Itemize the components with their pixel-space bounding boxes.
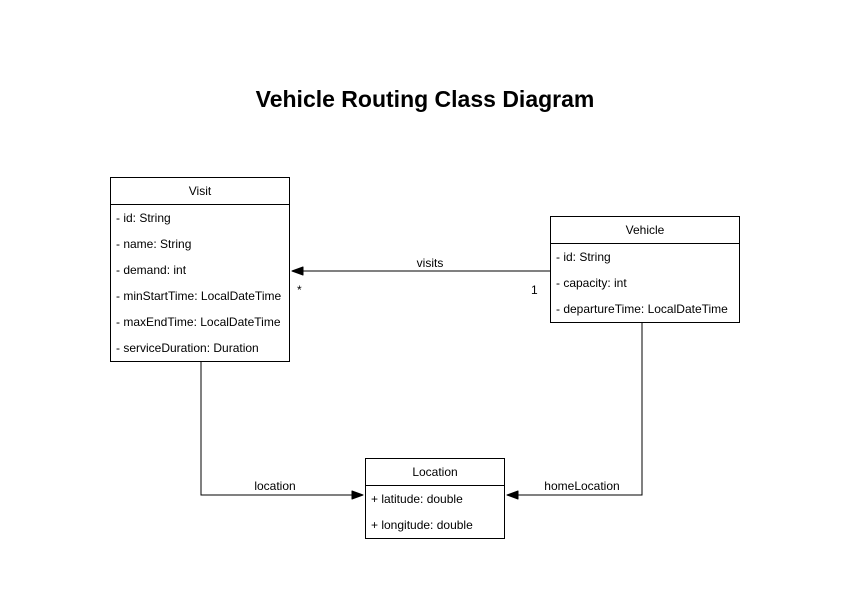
class-location-attributes: + latitude: double + longitude: double xyxy=(366,486,504,538)
visits-source-multiplicity: 1 xyxy=(531,283,538,297)
attribute-visit-id: - id: String xyxy=(116,211,171,225)
attribute-vehicle-departuretime: - departureTime: LocalDateTime xyxy=(556,302,728,316)
class-vehicle[interactable]: Vehicle - id: String - capacity: int - d… xyxy=(550,216,740,323)
class-vehicle-attributes: - id: String - capacity: int - departure… xyxy=(551,244,739,322)
attribute-location-longitude: + longitude: double xyxy=(371,518,473,532)
class-visit-attributes: - id: String - name: String - demand: in… xyxy=(111,205,289,361)
attribute-visit-maxendtime: - maxEndTime: LocalDateTime xyxy=(116,315,281,329)
attribute-visit-minstarttime: - minStartTime: LocalDateTime xyxy=(116,289,282,303)
attribute-vehicle-capacity: - capacity: int xyxy=(556,276,627,290)
attribute-visit-serviceduration: - serviceDuration: Duration xyxy=(116,341,259,355)
class-vehicle-title: Vehicle xyxy=(551,217,739,244)
attribute-visit-name: - name: String xyxy=(116,237,192,251)
class-location[interactable]: Location + latitude: double + longitude:… xyxy=(365,458,505,539)
attribute-vehicle-id: - id: String xyxy=(556,250,611,264)
location-edge-label: location xyxy=(254,479,296,493)
attribute-location-latitude: + latitude: double xyxy=(371,492,463,506)
visits-target-multiplicity: * xyxy=(297,283,302,297)
attribute-visit-demand: - demand: int xyxy=(116,263,187,277)
diagram-title: Vehicle Routing Class Diagram xyxy=(255,86,595,112)
class-visit-title: Visit xyxy=(111,178,289,205)
homelocation-association-line[interactable] xyxy=(506,318,643,500)
class-location-title: Location xyxy=(366,459,504,486)
homelocation-edge-label: homeLocation xyxy=(544,479,620,493)
location-association-line[interactable] xyxy=(200,355,364,500)
class-visit[interactable]: Visit - id: String - name: String - dema… xyxy=(110,177,290,362)
visits-edge-label: visits xyxy=(416,256,444,270)
